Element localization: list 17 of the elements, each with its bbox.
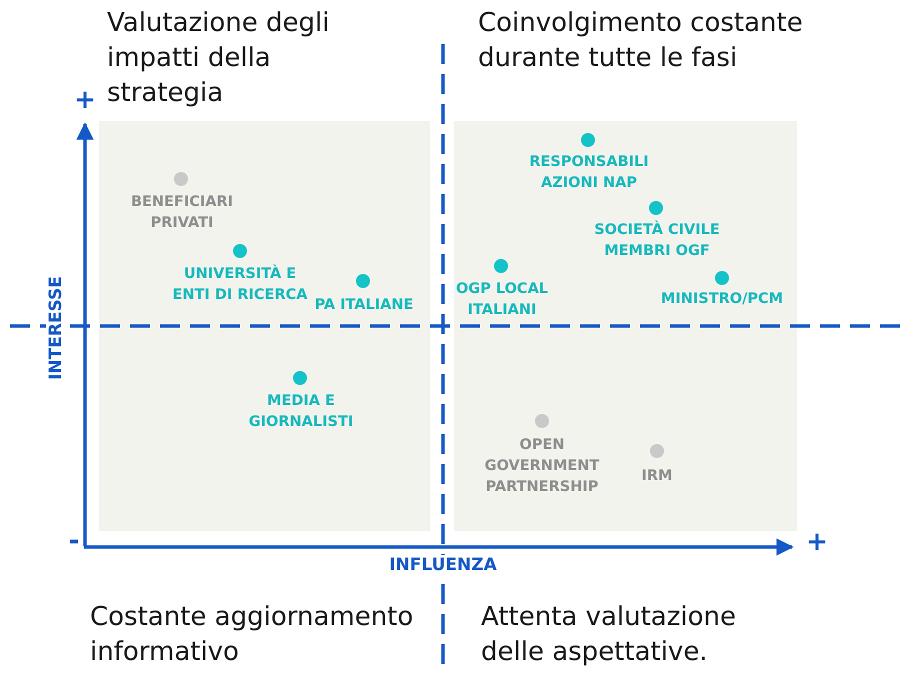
axis-sign: -: [68, 528, 80, 554]
stakeholder-label: OGP LOCAL ITALIANI: [454, 280, 550, 320]
stakeholder-label: BENEFICIARI PRIVATI: [130, 193, 234, 233]
stakeholder-label: OPEN GOVERNMENT PARTNERSHIP: [484, 436, 600, 497]
quadrant-heading: Coinvolgimento costante durante tutte le fasi: [478, 7, 804, 75]
stakeholder-label: RESPONSABILI AZIONI NAP: [528, 153, 650, 193]
quadrant-heading: Costante aggiornamento informativo: [90, 601, 414, 669]
stakeholder-label: PA ITALIANE: [314, 296, 414, 315]
axis-sign: +: [806, 529, 828, 555]
stakeholder-label: IRM: [640, 467, 674, 486]
stakeholder-label: MEDIA E GIORNALISTI: [248, 392, 354, 432]
stakeholder-label: MINISTRO/PCM: [660, 290, 784, 309]
stakeholder-label: UNIVERSITÀ E ENTI DI RICERCA: [172, 264, 308, 305]
quadrant-heading: Attenta valutazione delle aspettative.: [481, 601, 737, 669]
axis-sign: +: [74, 87, 96, 113]
stakeholder-label: SOCIETÀ CIVILE MEMBRI OGF: [593, 220, 721, 261]
quadrant-heading: Valutazione degli impatti della strategia: [107, 7, 330, 110]
